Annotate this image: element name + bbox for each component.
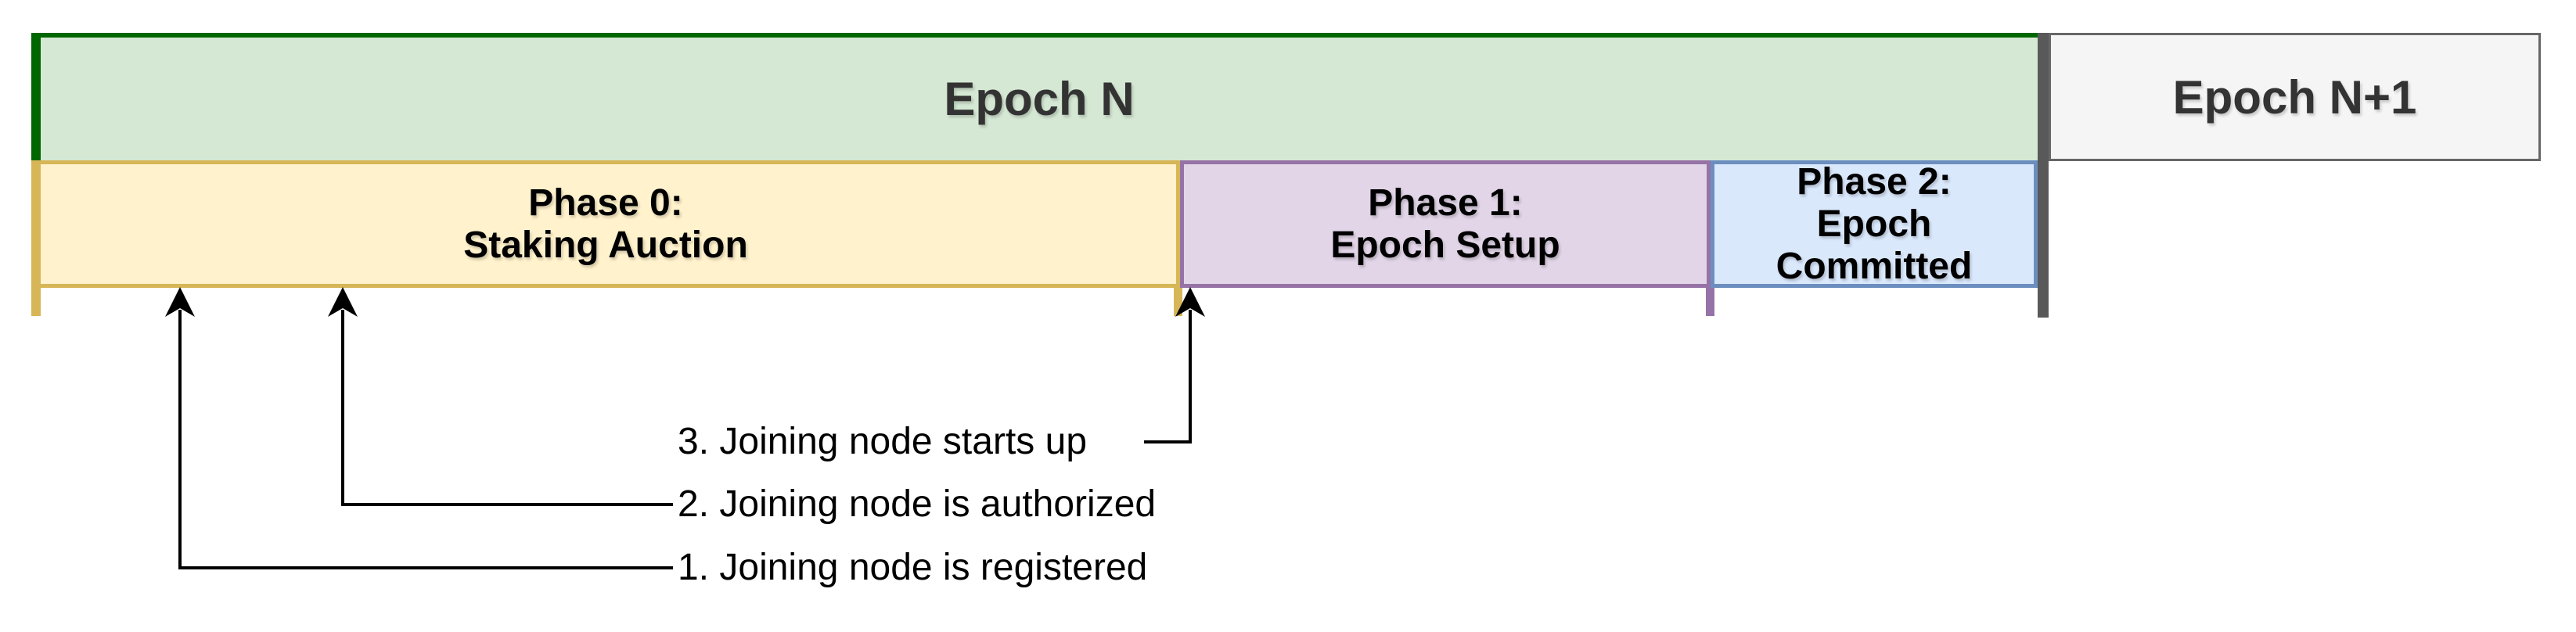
epoch-n-plus-1-box: Epoch N+1 <box>2049 33 2541 161</box>
annotation-joining-node-authorized: 2. Joining node is authorized <box>678 483 1157 525</box>
arrow-3-line <box>1144 310 1192 443</box>
arrow-1-head <box>165 287 195 317</box>
phase-1-label: Phase 1: Epoch Setup <box>1330 181 1560 266</box>
phase-0-staking-auction-box: Phase 0: Staking Auction <box>31 160 1180 288</box>
arrow-2-line <box>341 310 673 506</box>
epoch-n-box: Epoch N <box>31 33 2038 160</box>
annotation-joining-node-registered: 1. Joining node is registered <box>678 547 1148 588</box>
annotation-joining-node-starts-up: 3. Joining node starts up <box>678 421 1088 462</box>
phase-0-phase-1-boundary-tick <box>1174 288 1182 316</box>
epoch-n-plus-1-label: Epoch N+1 <box>2172 70 2417 124</box>
phase-0-left-tick <box>31 160 41 316</box>
phase-2-label: Phase 2: Epoch Committed <box>1775 160 1973 287</box>
phase-2-epoch-committed-box: Phase 2: Epoch Committed <box>1711 160 2038 288</box>
arrow-1-line <box>178 310 673 569</box>
phase-1-phase-2-boundary-tick <box>1706 288 1714 316</box>
phase-0-label: Phase 0: Staking Auction <box>463 181 748 266</box>
arrow-2-head <box>328 287 358 317</box>
phase-1-epoch-setup-box: Phase 1: Epoch Setup <box>1180 160 1711 288</box>
epoch-boundary-divider <box>2038 33 2049 318</box>
epoch-n-label: Epoch N <box>944 73 1135 125</box>
